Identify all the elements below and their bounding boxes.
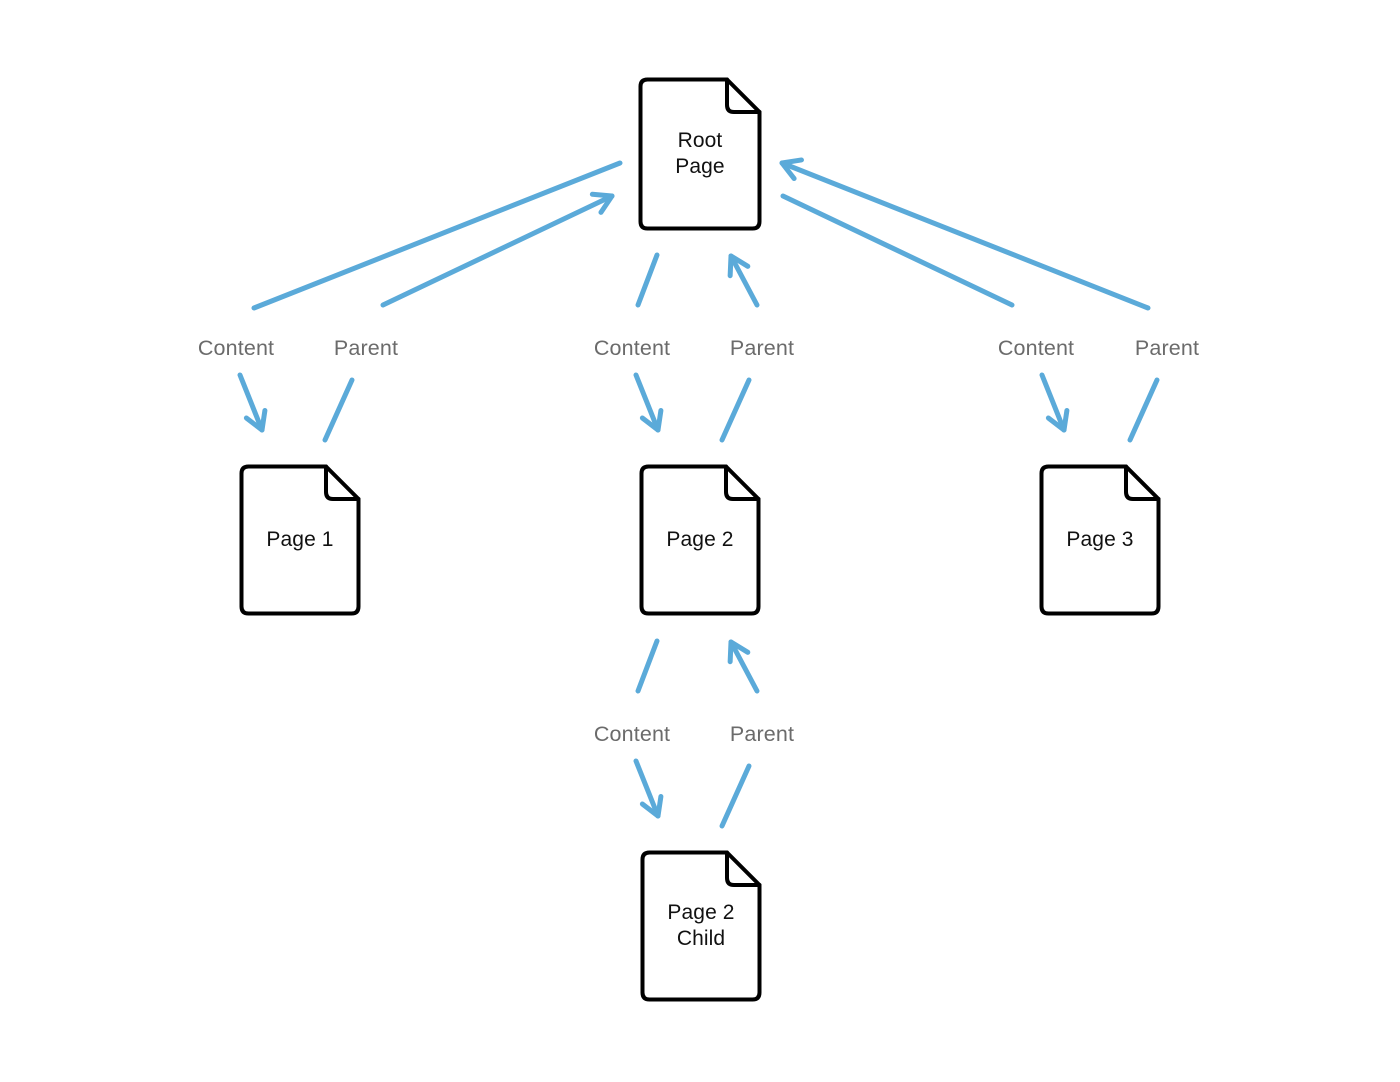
- parent-edge-child-to-page2-upper: [728, 639, 760, 694]
- page-folded-corner: [725, 850, 762, 887]
- node-page2child[interactable]: Page 2 Child: [640, 850, 762, 1002]
- page-document-icon: [1039, 464, 1161, 616]
- page-folded-corner: [724, 464, 761, 501]
- parent-edge-page1-to-root-lower: [322, 377, 355, 443]
- page-document-icon: [239, 464, 361, 616]
- page-body: [640, 850, 762, 1002]
- content-edge-root-to-page1-lower-arrowhead: [243, 407, 268, 433]
- page-body: [638, 77, 762, 231]
- edge-label-parent-l6: Parent: [1134, 336, 1200, 360]
- parent-edge-page2-to-root-upper: [728, 253, 760, 308]
- content-edge-root-to-page3-upper: [780, 193, 1015, 308]
- content-edge-page2-to-child-upper: [635, 638, 660, 694]
- page-folded-corner: [324, 464, 361, 501]
- content-edge-root-to-page3-lower: [1039, 372, 1067, 433]
- parent-edge-page1-to-root-upper-arrowhead: [589, 191, 615, 215]
- node-root[interactable]: Root Page: [638, 77, 762, 231]
- node-page3[interactable]: Page 3: [1039, 464, 1161, 616]
- parent-edge-page2-to-root-lower: [719, 377, 752, 443]
- content-edge-root-to-page2-lower: [633, 372, 661, 433]
- edge-label-content-l3: Content: [593, 336, 671, 360]
- content-edge-page2-to-child-lower: [633, 758, 661, 819]
- content-edge-root-to-page2-lower-arrowhead: [639, 407, 664, 433]
- content-edge-root-to-page1-lower: [237, 372, 265, 433]
- page-body: [239, 464, 361, 616]
- node-page1[interactable]: Page 1: [239, 464, 361, 616]
- content-edge-page2-to-child-lower-arrowhead: [639, 793, 664, 819]
- page-body: [639, 464, 761, 616]
- parent-edge-child-to-page2-lower: [719, 763, 752, 829]
- page-document-icon: [639, 464, 761, 616]
- parent-edge-page1-to-root-upper: [380, 193, 615, 308]
- parent-edge-page3-to-root-lower: [1127, 377, 1160, 443]
- parent-edge-page2-to-root-upper-arrowhead: [727, 253, 751, 279]
- edge-label-content-l7: Content: [593, 722, 671, 746]
- content-edge-root-to-page3-lower-arrowhead: [1045, 407, 1070, 433]
- parent-edge-child-to-page2-upper-arrowhead: [727, 639, 751, 665]
- page-body: [1039, 464, 1161, 616]
- content-edge-root-to-page1-upper: [251, 160, 623, 311]
- edge-label-content-l5: Content: [997, 336, 1075, 360]
- parent-edge-page3-to-root-upper: [779, 160, 1151, 311]
- edge-label-content-l1: Content: [197, 336, 275, 360]
- edge-label-parent-l8: Parent: [729, 722, 795, 746]
- page-folded-corner: [725, 77, 762, 114]
- page-document-icon: [640, 850, 762, 1002]
- page-folded-corner: [1124, 464, 1161, 501]
- node-page2[interactable]: Page 2: [639, 464, 761, 616]
- edge-label-parent-l4: Parent: [729, 336, 795, 360]
- page-document-icon: [638, 77, 762, 231]
- content-edge-root-to-page2-upper: [635, 252, 660, 308]
- edge-group: [237, 157, 1160, 829]
- parent-edge-page3-to-root-upper-arrowhead: [779, 157, 804, 182]
- edge-label-parent-l2: Parent: [333, 336, 399, 360]
